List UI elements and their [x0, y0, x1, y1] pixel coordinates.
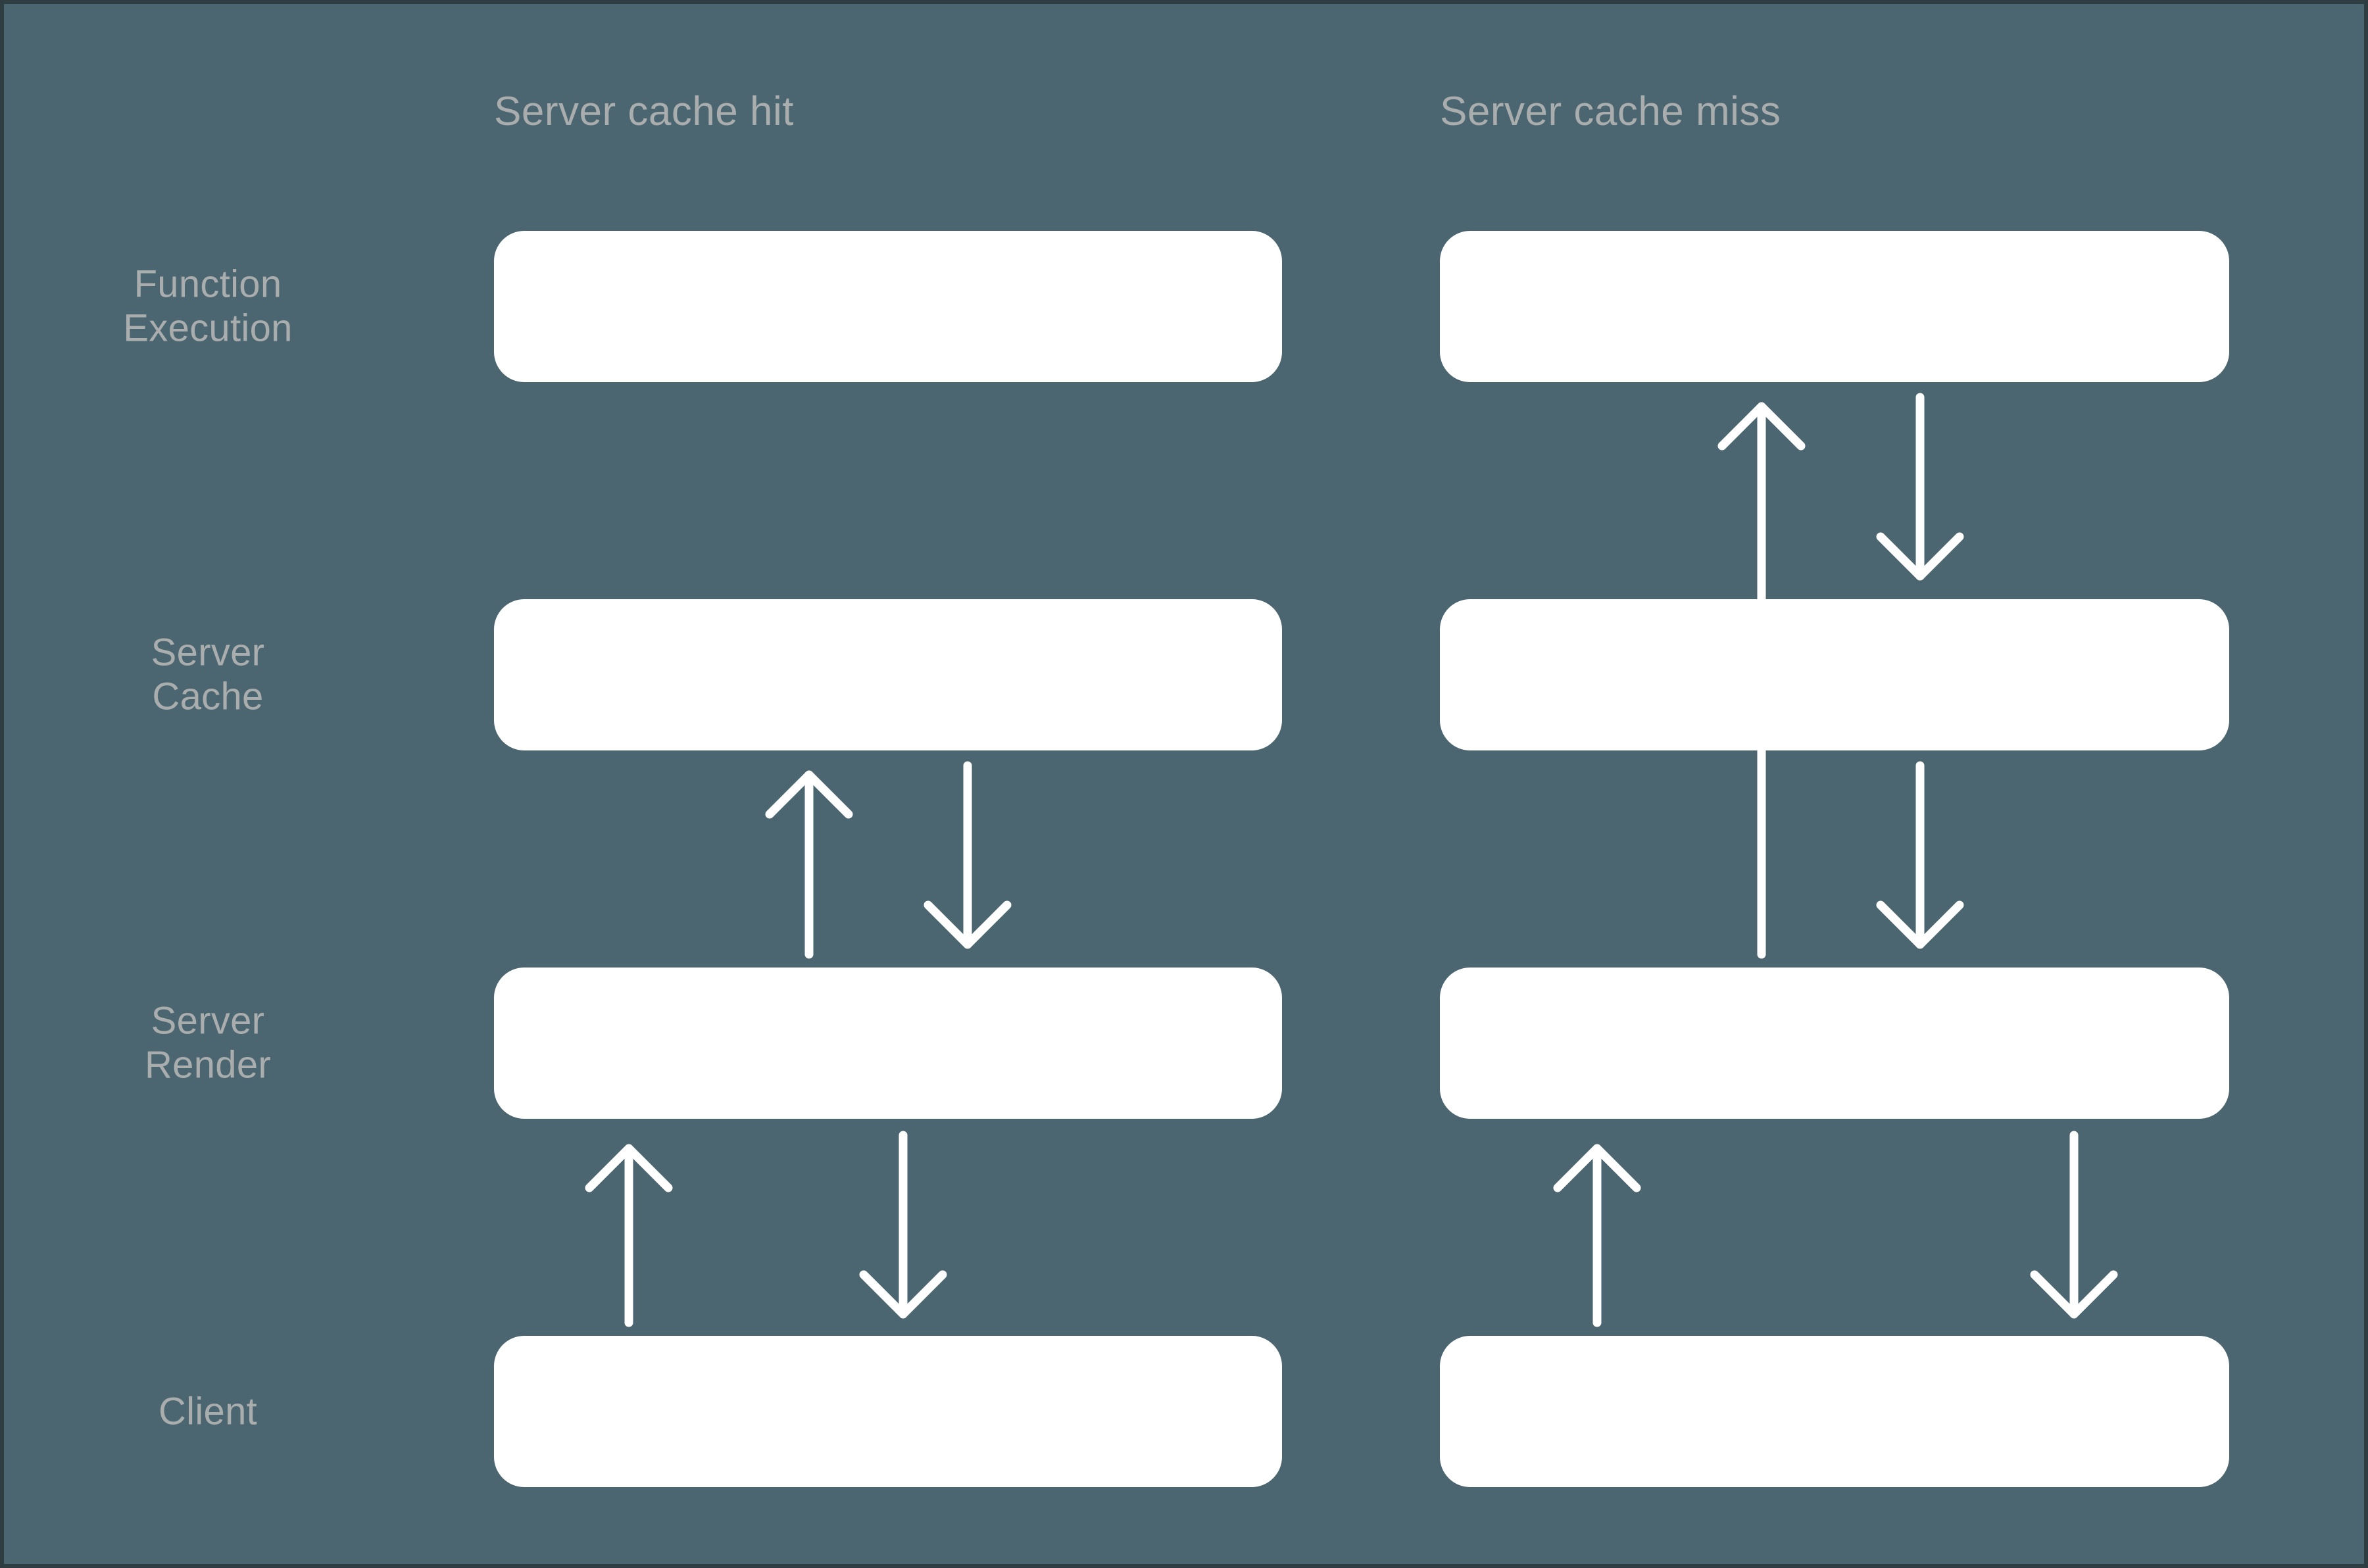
row-label-line-2: Cache [152, 675, 264, 718]
lane-box-hit-server-cache [494, 599, 1282, 750]
lane-box-hit-client [494, 1336, 1282, 1487]
row-label-line-2: Render [144, 1044, 272, 1087]
row-label-server-render: Server Render [4, 999, 412, 1088]
arrow-hit-client-to-render-up [585, 1144, 673, 1327]
lane-box-miss-server-render [1440, 968, 2229, 1119]
row-label-line-1: Function [134, 262, 282, 306]
row-label-line-1: Client [158, 1390, 258, 1433]
arrow-hit-render-to-cache-up [765, 770, 853, 959]
arrow-hit-render-to-client-down [859, 1131, 947, 1319]
lane-box-hit-function-execution [494, 231, 1282, 382]
row-label-function-execution: Function Execution [4, 262, 412, 351]
arrow-miss-client-to-render-up [1553, 1144, 1641, 1327]
column-header-server-cache-hit: Server cache hit [494, 89, 794, 134]
arrow-miss-render-to-client-down [2030, 1131, 2118, 1319]
arrow-hit-cache-to-render-down [924, 761, 1012, 949]
row-label-line-1: Server [151, 999, 265, 1042]
column-header-server-cache-miss: Server cache miss [1440, 89, 1781, 134]
row-label-client: Client [4, 1389, 412, 1433]
row-label-line-1: Server [151, 631, 265, 674]
lane-box-hit-server-render [494, 968, 1282, 1119]
row-label-server-cache: Server Cache [4, 631, 412, 720]
lane-box-miss-server-cache [1440, 599, 2229, 750]
row-label-line-2: Execution [123, 307, 293, 350]
lane-box-miss-client [1440, 1336, 2229, 1487]
lane-box-miss-function-execution [1440, 231, 2229, 382]
arrow-miss-function-to-cache-down [1876, 393, 1964, 581]
arrow-miss-cache-to-render-down [1876, 761, 1964, 949]
